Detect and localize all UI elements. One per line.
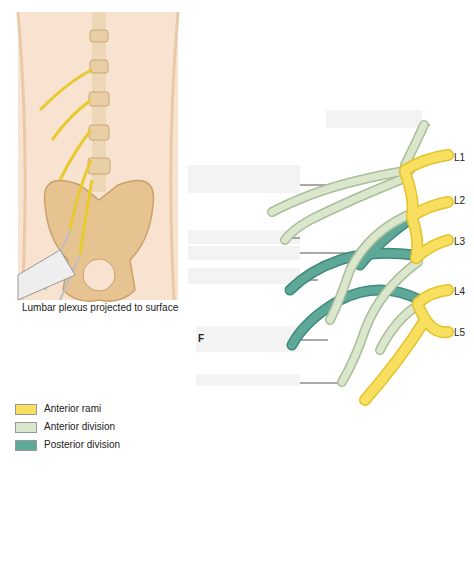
legend-text: Anterior division bbox=[44, 421, 115, 433]
level-label: L1 bbox=[454, 152, 465, 164]
legend-swatch bbox=[15, 440, 37, 451]
level-label: L2 bbox=[454, 195, 465, 207]
figure-caption: Lumbar plexus projected to surface bbox=[22, 302, 178, 314]
pelvis bbox=[44, 181, 153, 302]
surface-nerves bbox=[40, 70, 92, 255]
legend-text: Posterior division bbox=[44, 439, 120, 451]
legend-swatch bbox=[15, 422, 37, 433]
level-label: L5 bbox=[454, 327, 465, 339]
level-label: L3 bbox=[454, 236, 465, 248]
legend-swatch bbox=[15, 404, 37, 415]
plexus-nerves bbox=[272, 125, 448, 400]
level-label: L4 bbox=[454, 286, 465, 298]
part-label: F bbox=[198, 333, 204, 345]
spine bbox=[88, 12, 110, 192]
legend-text: Anterior rami bbox=[44, 403, 101, 415]
label-boxes bbox=[188, 110, 422, 386]
